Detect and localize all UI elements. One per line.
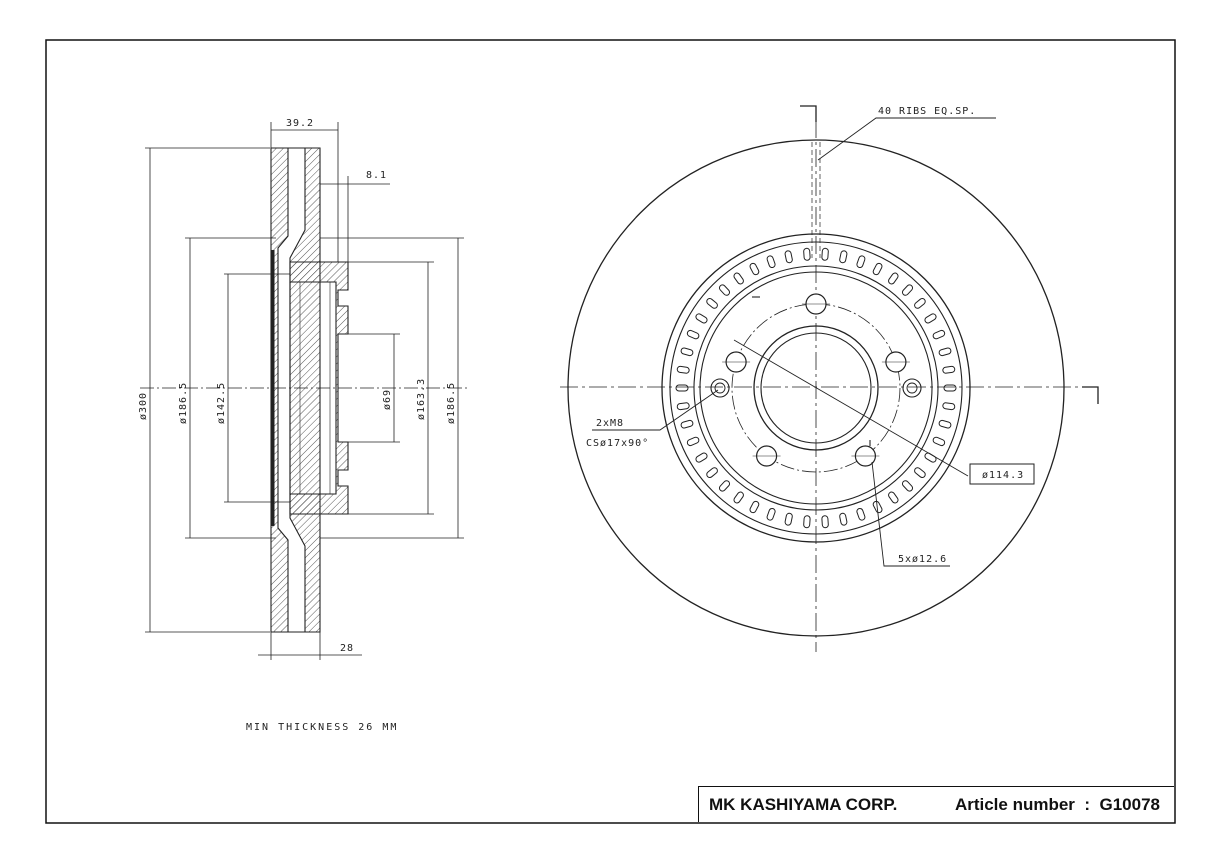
tone-ring-slot bbox=[718, 284, 731, 296]
tone-ring-slot bbox=[932, 329, 946, 340]
tone-ring-slot bbox=[839, 512, 848, 526]
thread-hole-right bbox=[902, 378, 922, 398]
dim-outer-dia: ø300 bbox=[138, 392, 149, 420]
tone-ring-slot bbox=[706, 298, 718, 309]
tone-ring-slot bbox=[942, 402, 956, 411]
tone-ring-slot bbox=[839, 250, 848, 264]
tone-ring-slot bbox=[856, 507, 866, 521]
tone-ring-slot bbox=[856, 255, 866, 269]
tone-ring-slot bbox=[872, 500, 883, 514]
tone-ring-slot bbox=[784, 250, 793, 264]
tone-ring-slot bbox=[686, 329, 700, 340]
tone-ring-slot bbox=[803, 515, 811, 529]
label-pcd: ø114.3 bbox=[982, 470, 1024, 481]
tone-ring-slot bbox=[676, 402, 690, 411]
center-bore bbox=[753, 325, 879, 451]
tone-ring-slot bbox=[718, 480, 731, 492]
label-countersink: CSø17x90° bbox=[586, 438, 649, 449]
tone-ring-slot bbox=[680, 419, 694, 429]
tone-ring-slot bbox=[706, 467, 718, 478]
section-dimensions bbox=[145, 122, 464, 660]
tone-ring-slot bbox=[695, 452, 708, 463]
tone-ring-slot bbox=[914, 298, 926, 309]
dim-thickness: 28 bbox=[340, 643, 354, 654]
tone-ring-slot bbox=[803, 247, 811, 261]
tone-ring-slot bbox=[766, 507, 776, 521]
tone-ring-slot bbox=[938, 419, 952, 429]
tone-ring-slot bbox=[821, 247, 829, 261]
tone-ring-slot bbox=[749, 500, 760, 514]
section-view bbox=[140, 147, 470, 633]
section-dimension-labels: 39.2 8.1 28 ø300 ø186.5 ø142.5 ø69 ø163.… bbox=[138, 118, 457, 654]
bolt-holes bbox=[722, 293, 910, 467]
dim-hat-depth: 8.1 bbox=[366, 170, 387, 181]
tone-ring-slot bbox=[924, 452, 937, 463]
label-bolt-holes: 5xø12.6 bbox=[898, 554, 947, 565]
label-ribs: 40 RIBS EQ.SP. bbox=[878, 106, 976, 117]
rotor-outer-edge bbox=[567, 139, 1065, 637]
article-number: G10078 bbox=[1099, 794, 1161, 814]
tone-ring-slot bbox=[924, 313, 937, 324]
tone-ring-slot bbox=[901, 284, 914, 296]
company-name: MK KASHIYAMA CORP. bbox=[709, 794, 898, 814]
min-thickness-note: MIN THICKNESS 26 MM bbox=[246, 722, 398, 733]
dim-dia-186-5-left: ø186.5 bbox=[178, 382, 189, 424]
tone-ring-slot bbox=[749, 262, 760, 276]
pcd-label-box bbox=[969, 463, 1035, 485]
tone-ring-slot bbox=[686, 436, 700, 447]
tone-ring-slot bbox=[784, 512, 793, 526]
article-separator: : bbox=[1084, 794, 1091, 814]
tone-ring-slot bbox=[872, 262, 883, 276]
tone-ring-slot bbox=[938, 347, 952, 357]
tone-ring-slot bbox=[932, 436, 946, 447]
front-view bbox=[560, 105, 1099, 652]
dim-dia-142-5: ø142.5 bbox=[216, 382, 227, 424]
label-thread: 2xM8 bbox=[596, 418, 624, 429]
tone-ring-slot bbox=[733, 272, 744, 285]
tone-ring-slot bbox=[914, 467, 926, 478]
tone-ring-slot bbox=[680, 347, 694, 357]
tone-ring-slot bbox=[888, 272, 899, 285]
title-block: MK KASHIYAMA CORP. Article number : G100… bbox=[698, 786, 1174, 822]
article-label: Article number bbox=[954, 794, 1075, 814]
front-view-labels: 40 RIBS EQ.SP. 2xM8 CSø17x90° ø114.3 5xø… bbox=[586, 106, 1024, 565]
tone-ring-slot bbox=[676, 365, 690, 374]
tone-ring-slot bbox=[821, 515, 829, 529]
tone-ring-slot bbox=[943, 384, 957, 392]
dim-dia-163-3: ø163.3 bbox=[416, 378, 427, 420]
tone-ring-slots bbox=[675, 247, 957, 529]
dim-overall-width: 39.2 bbox=[286, 118, 314, 129]
tone-ring-slot bbox=[675, 384, 689, 392]
tone-ring-slot bbox=[733, 491, 744, 504]
tone-ring-slot bbox=[888, 491, 899, 504]
dim-dia-69: ø69 bbox=[382, 389, 393, 410]
thread-hole-left bbox=[710, 378, 730, 398]
drawing-frame bbox=[45, 39, 1176, 824]
tone-ring-slot bbox=[901, 480, 914, 492]
article-number-group: Article number : G10078 bbox=[955, 795, 1160, 815]
tone-ring-slot bbox=[942, 365, 956, 374]
dim-dia-186-5-right: ø186.5 bbox=[446, 382, 457, 424]
tone-ring-slot bbox=[766, 255, 776, 269]
tone-ring-slot bbox=[695, 313, 708, 324]
